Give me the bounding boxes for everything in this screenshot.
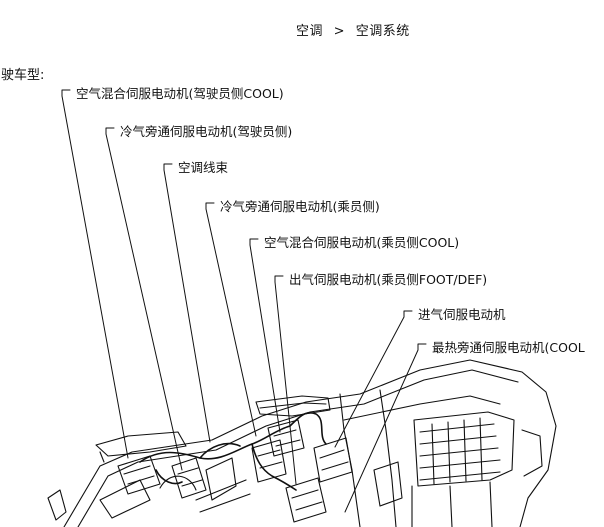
leader-line-outlet-passenger xyxy=(274,275,297,485)
breadcrumb-separator: > xyxy=(333,24,346,39)
servo-intake xyxy=(313,437,353,483)
leader-line-ac-harness xyxy=(163,163,211,443)
leader-line-air-mix-driver xyxy=(61,89,129,459)
leader-line-cold-bypass-driver xyxy=(105,127,183,471)
servo-cold-bypass-passenger xyxy=(251,439,287,483)
hvac-housing xyxy=(47,359,557,527)
callout-ac-harness: 空调线束 xyxy=(178,160,229,175)
servo-motors xyxy=(117,419,353,523)
servo-air-mix-driver xyxy=(117,455,161,495)
leader-line-max-hot-bypass xyxy=(344,343,427,513)
servo-outlet-passenger xyxy=(285,477,327,523)
callout-cold-bypass-passenger: 冷气旁通伺服电动机(乘员侧) xyxy=(220,199,380,214)
callout-intake-servo: 进气伺服电动机 xyxy=(418,307,506,322)
callout-cold-bypass-driver: 冷气旁通伺服电动机(驾驶员侧) xyxy=(120,124,293,139)
breadcrumb-current: 空调系统 xyxy=(355,24,410,39)
vehicle-type-label: 驾驶车型: xyxy=(0,68,45,83)
breadcrumb-parent[interactable]: 空调 xyxy=(296,24,324,39)
leader-line-intake-servo xyxy=(334,310,413,448)
breadcrumb: 空调 > 空调系统 xyxy=(296,20,410,39)
servo-air-mix-passenger xyxy=(267,419,305,457)
ac-wire-harness xyxy=(139,411,327,491)
callout-air-mix-driver-cool: 空气混合伺服电动机(驾驶员侧COOL) xyxy=(76,86,284,101)
leader-lines xyxy=(61,89,427,513)
leader-line-air-mix-passenger xyxy=(249,238,281,433)
servo-cold-bypass-driver xyxy=(171,457,207,499)
callout-max-hot-bypass-cool: 最热旁通伺服电动机(COOL xyxy=(432,340,585,355)
callout-outlet-passenger-foot-def: 出气伺服电动机(乘员侧FOOT/DEF) xyxy=(289,272,488,287)
leader-line-cold-bypass-passenger xyxy=(205,202,257,437)
callout-air-mix-passenger-cool: 空气混合伺服电动机(乘员侧COOL) xyxy=(264,235,460,250)
